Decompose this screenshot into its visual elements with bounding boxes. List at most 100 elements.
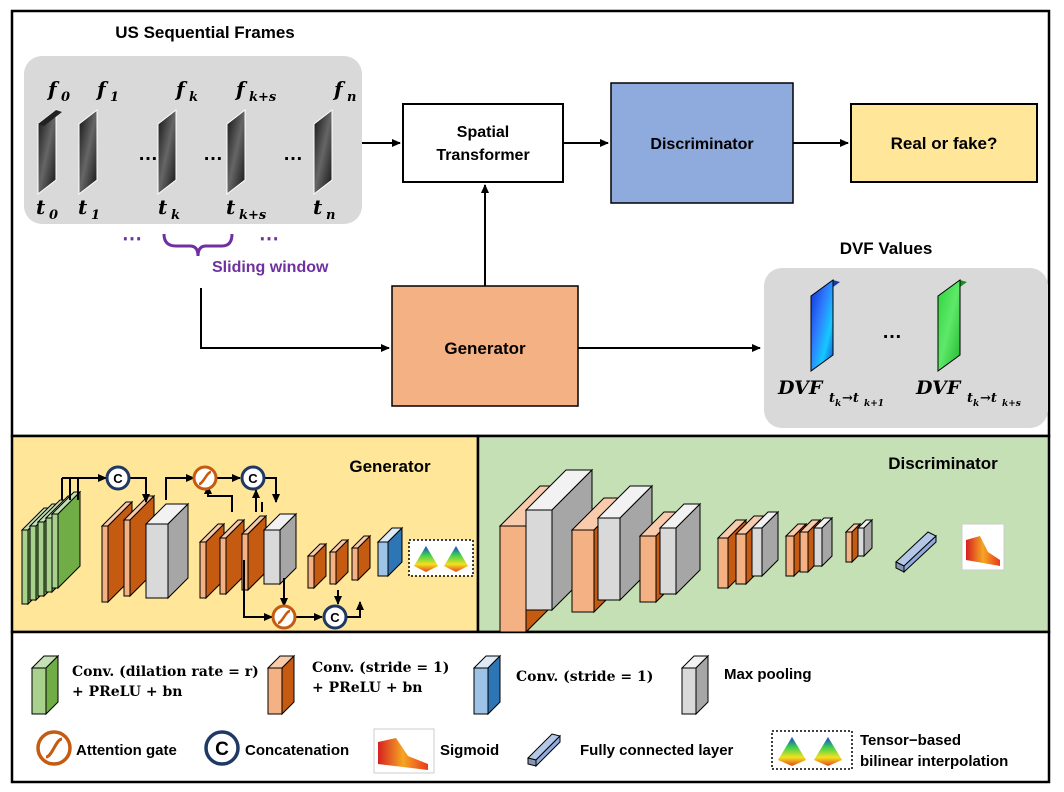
discriminator-layers (498, 468, 874, 634)
us-frame-image (157, 108, 177, 196)
legend-sigmoid: Sigmoid (373, 728, 499, 774)
time-sub: 1 (91, 208, 100, 223)
frame-sub: k+s (249, 90, 277, 105)
attention-node (271, 604, 297, 630)
frame-label: f (174, 77, 188, 101)
frame-sub: 1 (110, 90, 119, 105)
time-sub: n (326, 208, 335, 223)
dvf-group (764, 268, 1048, 428)
concat-letter: C (113, 471, 123, 486)
purple-ellipsis: ⋯ (259, 228, 279, 250)
attention-node (192, 465, 218, 491)
dvf-caption-1: DVF t k →t k+1 (777, 377, 884, 409)
frames-group (24, 56, 362, 224)
dvf-image (937, 279, 967, 372)
concat-node: C (240, 465, 266, 491)
legend-label: Concatenation (245, 742, 349, 759)
legend-label: Conv. (stride = 1) (312, 660, 449, 676)
layer-block (218, 518, 246, 596)
dvf-caption-2: DVF t k →t k+s (915, 377, 1021, 409)
layer-block (144, 502, 190, 600)
discriminator-box (610, 82, 794, 204)
time-sub: k+s (239, 208, 267, 223)
frame-label: f (46, 77, 60, 101)
dvf-ellipsis: … (882, 321, 902, 343)
dvf-subsub: k (835, 399, 841, 409)
sliding-window-label: Sliding window (212, 259, 329, 276)
legend-label: + PReLU + bn (72, 684, 182, 700)
legend-label: Sigmoid (440, 742, 499, 759)
concat-letter: C (248, 471, 258, 486)
legend-label: + PReLU + bn (312, 680, 422, 696)
layer-block (328, 538, 350, 586)
us-frames (37, 108, 333, 196)
time-label: t (226, 195, 236, 219)
concat-node: C (322, 604, 348, 630)
time-sub: k (171, 208, 180, 223)
blue-layer-icon (472, 654, 502, 716)
time-sub: 0 (49, 208, 58, 223)
concatenation-icon: C (204, 730, 240, 766)
attention-gate-icon (36, 730, 72, 766)
dvf-label: DVF (915, 377, 962, 399)
layer-block (658, 502, 702, 596)
us-frame-image (313, 108, 333, 196)
generator-label: Generator (444, 339, 526, 358)
concat-letter: C (330, 610, 340, 625)
bilinear-interp-icon (771, 730, 853, 770)
green-layer-icon (30, 654, 60, 716)
frame-label: f (332, 77, 346, 101)
time-label: t (313, 195, 323, 219)
frame-label: f (95, 77, 109, 101)
fc-layer-icon (527, 733, 561, 768)
discriminator-label: Discriminator (650, 136, 753, 153)
discriminator-panel-title: Discriminator (888, 454, 998, 473)
legend-conv-dilation: Conv. (dilation rate = r) + PReLU + bn (30, 654, 259, 716)
sigmoid-icon (373, 728, 435, 774)
dvf-arrow: →t (842, 391, 859, 406)
legend-label: Conv. (dilation rate = r) (72, 664, 259, 680)
generator-panel-title: Generator (349, 457, 431, 476)
legend-conv-stride: Conv. (stride = 1) + PReLU + bn (266, 654, 449, 716)
gray-layer-icon (680, 654, 710, 716)
frame-labels: f 0 f 1 f k f k+s f n (46, 77, 356, 105)
dvf-title: DVF Values (840, 239, 933, 258)
layer-block (306, 542, 328, 590)
frames-title: US Sequential Frames (115, 23, 295, 42)
frame-sub: k (189, 90, 198, 105)
us-frame-image (78, 108, 98, 196)
time-label: t (158, 195, 168, 219)
dvf-sub: t (967, 391, 973, 406)
dvf-subsub: k+s (1002, 399, 1021, 409)
real-or-fake-label: Real or fake? (891, 134, 998, 153)
frames-ellipsis: … (283, 143, 303, 165)
window-to-generator-arrow (200, 288, 390, 352)
frames-ellipsis: … (203, 143, 223, 165)
legend-label: Fully connected layer (580, 742, 734, 759)
legend-conv-stride-plain: Conv. (stride = 1) (472, 654, 653, 716)
purple-ellipsis: ⋯ (122, 228, 142, 250)
legend-label: bilinear interpolation (860, 753, 1008, 770)
orange-layer-icon (266, 654, 296, 716)
legend-label: Attention gate (76, 742, 177, 759)
layer-block (50, 490, 82, 590)
legend-label: Conv. (stride = 1) (516, 669, 653, 685)
us-frame-image (226, 108, 246, 196)
us-frame-image (37, 108, 62, 196)
concat-letter: C (215, 739, 229, 760)
dvf-subsub: k (973, 399, 979, 409)
real-or-fake-box (850, 103, 1038, 183)
spatial-transformer-box (402, 103, 564, 183)
dvf-sub: t (829, 391, 835, 406)
dvf-arrow: →t (980, 391, 997, 406)
legend-tensor-interp: Tensor−based bilinear interpolation (771, 730, 1008, 770)
spatial-transformer-label: Spatial (457, 124, 509, 141)
layer-block (376, 526, 404, 578)
legend-label: Max pooling (724, 666, 812, 683)
layer-block (350, 534, 372, 582)
legend-max-pooling: Max pooling (680, 654, 812, 716)
layer-block (750, 510, 780, 578)
dvf-image (810, 279, 840, 372)
